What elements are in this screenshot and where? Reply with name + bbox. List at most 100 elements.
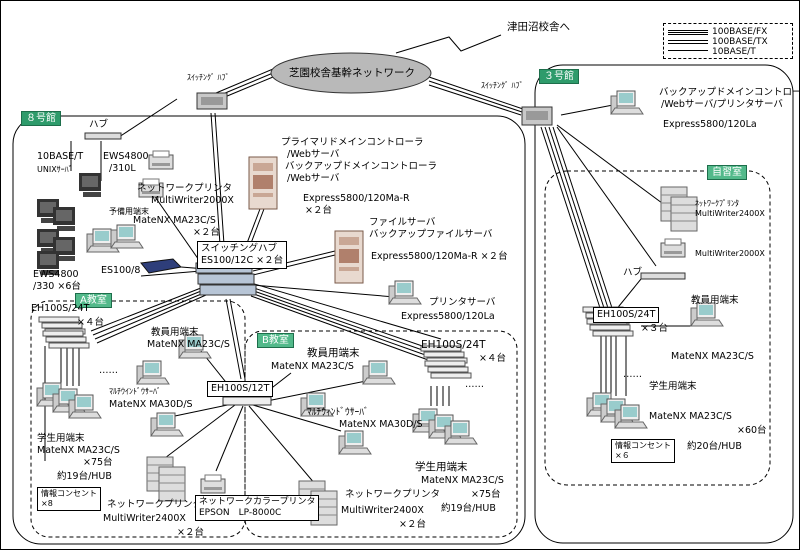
unix-server-label: UNIXｻｰﾊﾞ bbox=[37, 165, 73, 174]
teacher-a-model: MateNX MA23C/S bbox=[147, 339, 230, 350]
dots-b: …… bbox=[465, 379, 484, 390]
printer-server-model: Express5800/120La bbox=[401, 311, 495, 322]
multiwindow-a-model: MateNX MA30D/S bbox=[109, 399, 193, 410]
info-outlet-a-count: ×8 bbox=[41, 499, 53, 508]
color-printer-model: EPSON LP-8000C bbox=[199, 508, 282, 518]
hub-label: ハブ bbox=[89, 119, 109, 130]
b3-teacher-model: MateNX MA23C/S bbox=[671, 351, 754, 362]
es100-8-label: ES100/8 bbox=[101, 265, 141, 276]
b3-backup-dc-model: Express5800/120La bbox=[663, 119, 757, 130]
network-printer-label: ネットワークプリンタ bbox=[137, 183, 233, 194]
primary-dc-role: /Webサーバ bbox=[287, 149, 340, 160]
b3-hub-label: ハブ bbox=[623, 267, 643, 278]
backup-file-server-label: バックアップファイルサーバ bbox=[369, 229, 493, 240]
primary-dc-label: プライマリドメインコントローラ bbox=[281, 137, 424, 148]
b3-printer2-model: MultiWriter2000X bbox=[695, 249, 765, 258]
switching-hub-label: スイッチングハブ ES100/12C ×２台 bbox=[197, 241, 288, 269]
backbone-ellipse bbox=[270, 52, 432, 94]
legend-t: 10BASE/T bbox=[668, 47, 790, 58]
net-printer-a-model: MultiWriter2400X bbox=[103, 513, 186, 524]
spare-terminal-label: 予備用端末 bbox=[109, 207, 149, 216]
net-printer-b-model: MultiWriter2400X bbox=[341, 505, 424, 516]
b3-info-outlet: 情報コンセント ×６ bbox=[611, 439, 675, 463]
student-b-per-hub: 約19台/HUB bbox=[441, 503, 496, 514]
ews310-model: /310L bbox=[109, 163, 136, 174]
hub-bar-3-icon bbox=[640, 272, 686, 280]
legend: 100BASE/FX 100BASE/TX 10BASE/T bbox=[663, 23, 793, 59]
b3-student-label: 学生用端末 bbox=[649, 381, 697, 392]
teacher-a-label: 教員用端末 bbox=[151, 327, 199, 338]
printer-server-label: プリンタサーバ bbox=[429, 297, 496, 308]
building-3-outline bbox=[534, 64, 794, 544]
net-printer-b-count: ×２台 bbox=[399, 519, 426, 530]
file-server-model: Express5800/120Ma-R ×２台 bbox=[371, 251, 508, 262]
self-study-room-outline bbox=[544, 170, 771, 486]
eh100s24t-b-count: ×４台 bbox=[479, 353, 506, 364]
switching-hub-model: ES100/12C ×２台 bbox=[201, 255, 284, 266]
self-study-tag: 自習室 bbox=[707, 165, 747, 180]
hub-bar-icon bbox=[84, 132, 122, 140]
ews330-label: EWS4800 bbox=[33, 269, 79, 280]
student-a-count: ×75台 bbox=[83, 457, 113, 468]
b3-eh100s24t-label: EH100S/24T bbox=[593, 307, 660, 323]
legend-fx: 100BASE/FX bbox=[668, 27, 790, 38]
building-8-outline bbox=[12, 115, 526, 545]
switching-hub-left-label: ｽｲｯﾁﾝｸﾞ ﾊﾌﾞ bbox=[187, 73, 230, 82]
es100-8-icon bbox=[140, 258, 183, 274]
info-outlet-a-label: 情報コンセント bbox=[41, 489, 97, 498]
multiwindow-b-label: ﾏﾙﾁｳｨﾝﾄﾞｳｻｰﾊﾞ bbox=[307, 407, 369, 418]
classroom-b-tag: B教室 bbox=[257, 333, 294, 348]
b3-backup-dc-label: バックアップドメインコントローラ bbox=[659, 87, 800, 98]
dots-a: …… bbox=[99, 365, 118, 376]
b3-student-per-hub: 約20台/HUB bbox=[687, 441, 742, 452]
legend-tx: 100BASE/TX bbox=[668, 37, 790, 48]
net-printer-b-label: ネットワークプリンタ bbox=[345, 489, 441, 500]
b3-net-printer-label: ﾈｯﾄﾜｰｸﾌﾟﾘﾝﾀ bbox=[695, 199, 739, 208]
eh100s24t-a-label: EH100S/24T bbox=[31, 303, 90, 314]
multiwindow-a-label: ﾏﾙﾁｳｲﾝﾄﾞｳｻｰﾊﾞ bbox=[109, 387, 161, 396]
teacher-b-model: MateNX MA23C/S bbox=[271, 361, 354, 372]
legend-tx-label: 100BASE/TX bbox=[712, 37, 768, 47]
eh100s24t-b-label: EH100S/24T bbox=[421, 339, 486, 351]
building-8-title: ８号館 bbox=[21, 111, 61, 126]
legend-fx-label: 100BASE/FX bbox=[712, 27, 768, 37]
switching-hub-right-label: ｽｲｯﾁﾝｸﾞ ﾊﾌﾞ bbox=[481, 81, 524, 90]
backup-dc-role: /Webサーバ bbox=[287, 173, 340, 184]
student-a-model: MateNX MA23C/S bbox=[37, 445, 120, 456]
backbone-label: 芝園校舎基幹ネットワーク bbox=[289, 67, 415, 79]
switching-hub-right-icon bbox=[521, 106, 553, 126]
student-a-per-hub: 約19台/HUB bbox=[57, 471, 112, 482]
backup-dc-label: バックアップドメインコントローラ bbox=[285, 161, 438, 172]
b3-student-model: MateNX MA23C/S bbox=[649, 411, 732, 422]
color-printer-label: ネットワークカラープリンタ bbox=[199, 497, 316, 507]
student-b-model: MateNX MA23C/S bbox=[421, 475, 504, 486]
net-printer-a-label: ネットワークプリンタ bbox=[107, 499, 203, 510]
multiwindow-b-model: MateNX MA30D/S bbox=[339, 419, 423, 430]
b3-info-outlet-count: ×６ bbox=[615, 451, 630, 460]
b3-eh100s24t-count: ×３台 bbox=[641, 323, 668, 334]
teacher-b-label: 教員用端末 bbox=[307, 347, 360, 359]
building-3-title: ３号館 bbox=[539, 69, 579, 84]
tsudanuma-label: 津田沼校舎へ bbox=[507, 21, 570, 33]
b3-net-printer-model: MultiWriter2400X bbox=[695, 209, 765, 218]
base10t-label: 10BASE/T bbox=[37, 151, 84, 162]
classroom-a-tag: A教室 bbox=[75, 293, 112, 308]
eh100s24t-a-count: ×４台 bbox=[77, 317, 104, 328]
info-outlet-a: 情報コンセント ×8 bbox=[37, 487, 101, 511]
b3-backup-dc-role: /Webサーバ/プリンタサーバ bbox=[661, 99, 783, 110]
network-printer-model: MultiWriter2000X bbox=[151, 195, 234, 206]
switching-hub-name: スイッチングハブ bbox=[201, 243, 278, 254]
b3-teacher-label: 教員用端末 bbox=[691, 295, 739, 306]
spare-terminal-count: ×２台 bbox=[193, 227, 220, 238]
b3-dots: …… bbox=[623, 369, 642, 380]
color-printer-box: ネットワークカラープリンタ EPSON LP-8000C bbox=[195, 495, 320, 521]
dc-count: ×２台 bbox=[305, 205, 332, 216]
ews330-model: /330 ×6台 bbox=[33, 281, 81, 292]
spare-terminal-model: MateNX MA23C/S bbox=[133, 215, 216, 226]
student-b-count: ×75台 bbox=[471, 489, 501, 500]
student-a-label: 学生用端末 bbox=[37, 433, 85, 444]
file-server-label: ファイルサーバ bbox=[369, 217, 436, 228]
student-b-label: 学生用端末 bbox=[415, 461, 468, 473]
b3-student-count: ×60台 bbox=[737, 425, 767, 436]
